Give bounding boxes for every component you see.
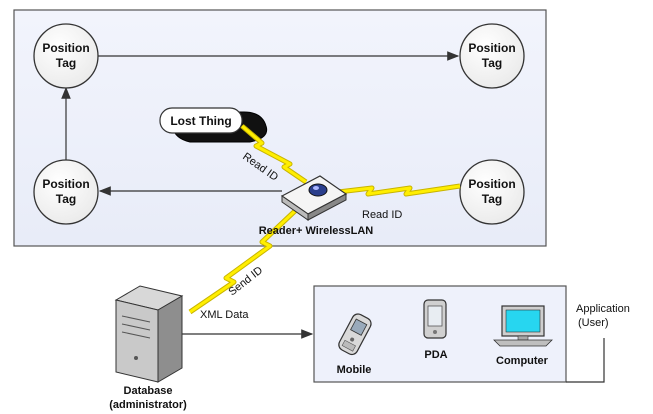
pda-icon [423,299,447,339]
position-tag-top-left-line2: Tag [56,56,76,70]
position-tag-mid-right: Position Tag [459,159,525,225]
application-connector-line [566,338,605,383]
read-id-right-label: Read ID [362,209,402,221]
database-label-line1: Database [124,385,173,397]
position-tag-mid-left: Position Tag [33,159,99,225]
lightning-reader-to-right-tag-core [337,184,461,196]
database-server-icon [114,285,184,383]
position-tag-mid-right-line2: Tag [482,192,502,206]
position-tag-top-left: Position Tag [33,23,99,89]
application-label-line1: Application [576,303,630,315]
computer-label: Computer [496,355,549,367]
position-tag-top-right-line1: Position [468,41,515,55]
position-tag-top-right: Position Tag [459,23,525,89]
position-tag-mid-left-line1: Position [42,177,89,191]
position-tag-mid-right-line1: Position [468,177,515,191]
lightning-lost-to-reader-core [241,124,307,184]
position-tag-mid-left-line2: Tag [56,192,76,206]
lost-thing-label: Lost Thing [170,114,231,128]
rfid-area-panel [13,9,547,247]
position-tag-top-right-line2: Tag [482,56,502,70]
position-tag-top-left-line1: Position [42,41,89,55]
reader-label: Reader+ WirelessLAN [259,225,374,237]
application-label-line2: (User) [578,317,609,329]
lightning-reader-to-database-core [189,208,298,314]
mobile-phone-icon [338,313,372,356]
lost-thing-tag: Lost Thing [159,107,268,143]
database-label-line2: (administrator) [109,399,187,411]
pda-label: PDA [424,349,447,361]
computer-icon [493,305,553,347]
mobile-label: Mobile [337,364,372,376]
xml-data-label: XML Data [200,309,249,321]
reader-device [280,175,348,221]
